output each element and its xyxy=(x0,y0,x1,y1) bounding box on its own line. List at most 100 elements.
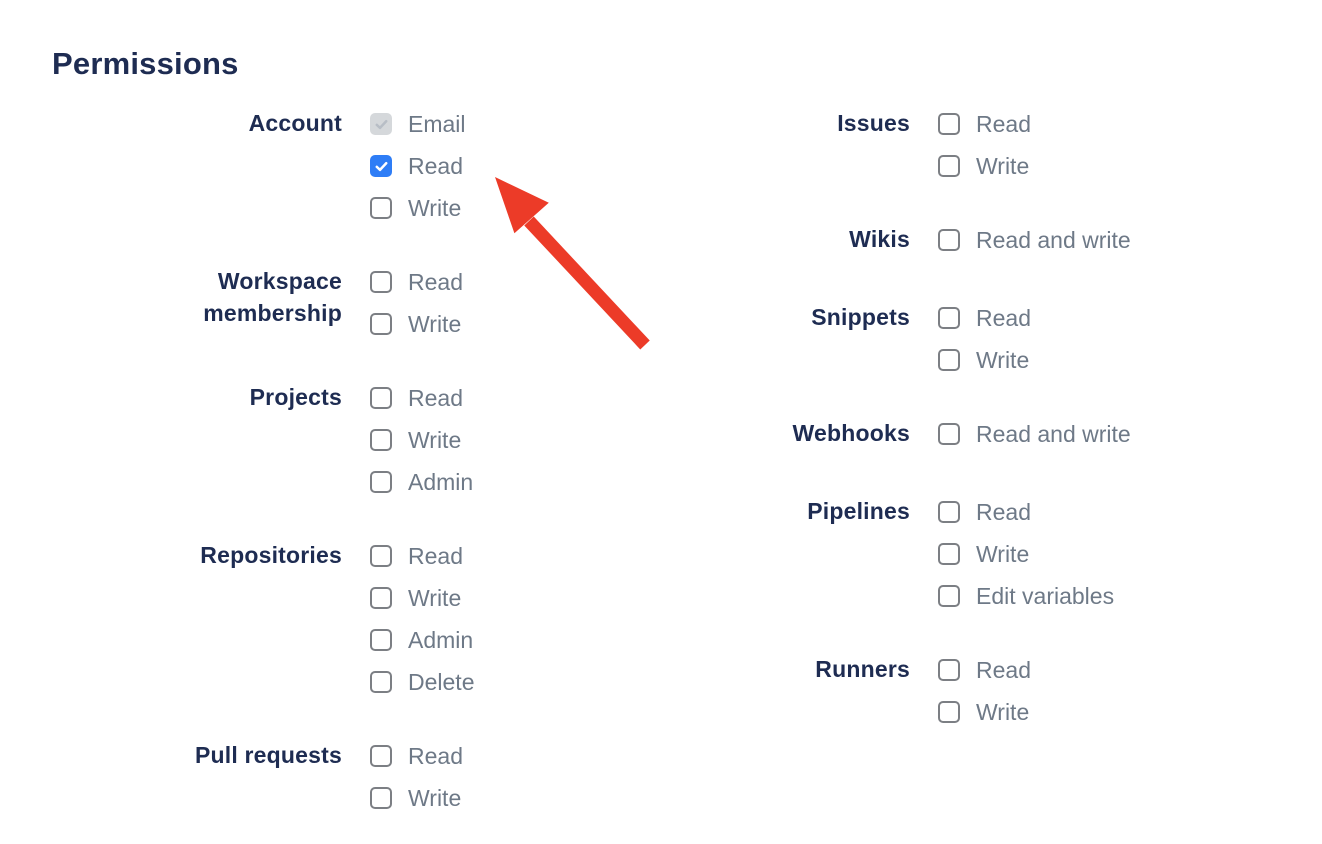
checkbox-label: Read xyxy=(976,305,1031,331)
checkbox-pipelines-read[interactable] xyxy=(938,501,960,523)
permission-option-pull-requests-write[interactable]: Write xyxy=(370,785,463,811)
permission-option-pipelines-read[interactable]: Read xyxy=(938,499,1114,525)
checkbox-account-read[interactable] xyxy=(370,155,392,177)
checkbox-label: Read xyxy=(976,111,1031,137)
permission-option-projects-read[interactable]: Read xyxy=(370,385,473,411)
permission-group-label: Snippets xyxy=(811,304,910,330)
checkbox-label: Write xyxy=(408,785,462,811)
permission-group-workspace-membership: Workspace membership Read Write xyxy=(102,268,474,337)
permission-option-pipelines-write[interactable]: Write xyxy=(938,541,1114,567)
checkbox-repositories-admin[interactable] xyxy=(370,629,392,651)
checkmark-icon xyxy=(375,119,387,129)
permission-options: Read Write xyxy=(370,743,463,811)
permission-group-runners: Runners Read Write xyxy=(720,656,1131,725)
checkbox-account-write[interactable] xyxy=(370,197,392,219)
checkbox-repositories-delete[interactable] xyxy=(370,671,392,693)
permission-option-webhooks-read-and-write[interactable]: Read and write xyxy=(938,421,1131,447)
permission-group-label: Pull requests xyxy=(194,742,342,768)
checkbox-snippets-write[interactable] xyxy=(938,349,960,371)
checkbox-label: Admin xyxy=(408,469,474,495)
permission-group-label: Pipelines xyxy=(807,498,910,524)
checkbox-pull-requests-write[interactable] xyxy=(370,787,392,809)
checkbox-issues-read[interactable] xyxy=(938,113,960,135)
permission-option-wikis-read-and-write[interactable]: Read and write xyxy=(938,229,1131,252)
permission-group-repositories: Repositories Read Write Admin xyxy=(102,542,474,694)
permission-option-issues-read[interactable]: Read xyxy=(938,111,1031,137)
checkbox-account-email xyxy=(370,113,392,135)
checkbox-label: Read xyxy=(976,499,1031,525)
permission-option-pull-requests-read[interactable]: Read xyxy=(370,743,463,769)
checkbox-label: Write xyxy=(408,585,462,611)
checkbox-workspace-membership-write[interactable] xyxy=(370,313,392,335)
permission-option-issues-write[interactable]: Write xyxy=(938,153,1031,179)
checkbox-pull-requests-read[interactable] xyxy=(370,745,392,767)
checkbox-label: Read xyxy=(408,543,463,569)
permission-option-repositories-read[interactable]: Read xyxy=(370,543,474,569)
permission-options: Read Write xyxy=(370,271,463,337)
permission-group-label: Repositories xyxy=(200,542,342,568)
permission-option-repositories-write[interactable]: Write xyxy=(370,585,474,611)
checkbox-label: Write xyxy=(408,427,462,453)
checkbox-label: Write xyxy=(976,541,1030,567)
permission-group-issues: Issues Read Write xyxy=(720,110,1131,179)
permission-option-pipelines-edit-variables[interactable]: Edit variables xyxy=(938,583,1115,609)
permission-options: Read Write xyxy=(938,111,1031,179)
checkmark-icon xyxy=(375,161,387,171)
permission-option-repositories-delete[interactable]: Delete xyxy=(370,671,474,694)
permission-group-projects: Projects Read Write Admin xyxy=(102,384,474,495)
checkbox-wikis-read-and-write[interactable] xyxy=(938,229,960,251)
permission-option-runners-read[interactable]: Read xyxy=(938,657,1031,683)
permission-options: Read Write Admin Delete xyxy=(370,543,474,694)
checkbox-label: Read xyxy=(976,657,1031,683)
permission-option-account-read[interactable]: Read xyxy=(370,153,466,179)
permission-group-label: Webhooks xyxy=(792,420,910,446)
checkbox-webhooks-read-and-write[interactable] xyxy=(938,423,960,445)
permission-option-repositories-admin[interactable]: Admin xyxy=(370,629,474,652)
permission-group-label: Workspace membership xyxy=(203,268,342,326)
checkbox-label: Edit variables xyxy=(976,583,1115,609)
permission-group-snippets: Snippets Read Write xyxy=(720,304,1131,373)
checkbox-workspace-membership-read[interactable] xyxy=(370,271,392,293)
permissions-column-left: Account Email Read Write Workspace membe… xyxy=(102,110,475,844)
checkbox-issues-write[interactable] xyxy=(938,155,960,177)
checkbox-runners-read[interactable] xyxy=(938,659,960,681)
checkbox-label: Read xyxy=(408,385,463,411)
permission-group-label: Account xyxy=(248,110,342,136)
permission-option-projects-admin[interactable]: Admin xyxy=(370,469,474,495)
checkbox-label: Read xyxy=(408,153,463,179)
permission-group-label: Issues xyxy=(837,110,910,136)
checkbox-repositories-read[interactable] xyxy=(370,545,392,567)
permission-option-projects-write[interactable]: Write xyxy=(370,427,473,453)
checkbox-repositories-write[interactable] xyxy=(370,587,392,609)
permission-options: Read Write xyxy=(938,657,1031,725)
permission-group-pipelines: Pipelines Read Write Edit variables xyxy=(720,498,1131,609)
permission-group-webhooks: Webhooks Read and write xyxy=(720,420,1131,449)
checkbox-projects-admin[interactable] xyxy=(370,471,392,493)
permission-options: Email Read Write xyxy=(370,113,466,220)
checkbox-label: Write xyxy=(976,153,1030,179)
checkbox-runners-write[interactable] xyxy=(938,701,960,723)
checkbox-label: Write xyxy=(976,699,1030,725)
permission-group-label: Projects xyxy=(249,384,342,410)
checkbox-label: Read xyxy=(408,743,463,769)
checkbox-projects-read[interactable] xyxy=(370,387,392,409)
checkbox-snippets-read[interactable] xyxy=(938,307,960,329)
checkbox-label: Read and write xyxy=(976,421,1131,447)
checkbox-label: Write xyxy=(408,311,462,337)
permission-option-runners-write[interactable]: Write xyxy=(938,699,1031,725)
permission-option-snippets-read[interactable]: Read xyxy=(938,305,1031,331)
checkbox-pipelines-write[interactable] xyxy=(938,543,960,565)
permission-option-snippets-write[interactable]: Write xyxy=(938,347,1031,373)
permission-option-workspace-membership-write[interactable]: Write xyxy=(370,311,463,337)
permissions-column-right: Issues Read Write Wikis Read and write xyxy=(720,110,1131,775)
permission-option-workspace-membership-read[interactable]: Read xyxy=(370,271,463,294)
checkbox-projects-write[interactable] xyxy=(370,429,392,451)
page-title: Permissions xyxy=(52,46,239,81)
permission-options: Read and write xyxy=(938,423,1131,449)
permission-group-wikis: Wikis Read and write xyxy=(720,226,1131,255)
checkbox-pipelines-edit-variables[interactable] xyxy=(938,585,960,607)
permission-option-account-write[interactable]: Write xyxy=(370,197,466,220)
checkbox-label: Write xyxy=(976,347,1030,373)
permission-group-label: Runners xyxy=(815,656,910,682)
